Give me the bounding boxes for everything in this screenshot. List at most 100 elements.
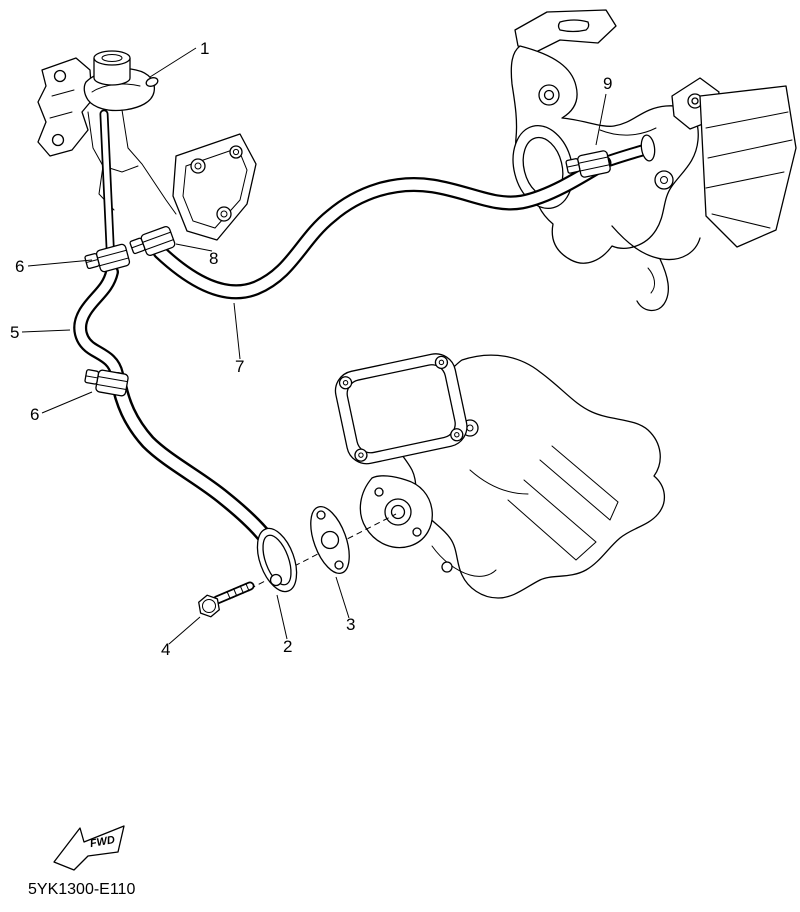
valve-cap-top: [93, 50, 131, 66]
bracket-outline: [172, 133, 257, 241]
bracket-hole: [216, 206, 232, 222]
bolt-shaft-inner: [214, 583, 253, 603]
side-hole-outer: [654, 170, 674, 190]
clamp-screw-slot: [566, 164, 580, 168]
leader-6-lower: [41, 391, 93, 414]
cover-bolt-dot: [438, 359, 445, 366]
gasket-center-hole: [320, 530, 340, 550]
hose-2: [110, 372, 274, 546]
bracket-hole-dot: [194, 162, 202, 170]
callout-7: 7: [235, 357, 244, 376]
cover-plate: [334, 353, 468, 465]
body-detail-line: [599, 127, 657, 136]
hose-inner: [75, 267, 122, 379]
clamp-6-lower: [84, 369, 129, 397]
body-hole-inner: [543, 89, 555, 101]
cover-bolt: [354, 448, 368, 462]
fwd-label: FWD: [89, 834, 116, 850]
port-bolt-hole: [412, 527, 422, 537]
spigot-flange: [640, 134, 656, 162]
bracket-hole-dot: [220, 210, 228, 218]
diagram-code: 5YK1300-E110: [28, 881, 135, 898]
callout-6-upper: 6: [15, 257, 24, 276]
fin-plate-outline: [699, 85, 797, 248]
bracket-hole: [229, 145, 243, 159]
clamp-6-upper: [84, 243, 131, 273]
leader-3: [335, 576, 350, 619]
gasket-end-hole: [316, 510, 326, 520]
pipe-inner: [101, 111, 114, 269]
callouts: 1 2 3 4 5 6 6 7 8 9: [10, 39, 612, 659]
gasket-end-hole: [334, 560, 344, 570]
callout-4: 4: [161, 640, 170, 659]
callout-2: 2: [283, 637, 292, 656]
alignment-dash-line: [231, 513, 397, 599]
clamp-band: [95, 369, 129, 397]
bracket-hole-dot: [232, 148, 240, 156]
crankcase-assembly: [334, 353, 665, 599]
flange-bolt-hole: [269, 573, 283, 587]
callout-5: 5: [10, 323, 19, 342]
fin-lines: [705, 111, 793, 229]
side-hole-inner: [660, 176, 668, 184]
clamp-band-lines: [577, 156, 611, 172]
clamp-band: [95, 243, 131, 273]
leader-lines: [21, 47, 607, 645]
cover-inner: [346, 364, 456, 454]
leader-1: [149, 47, 197, 78]
mount-ear-hole-inner: [691, 97, 699, 105]
plate-detail: [49, 89, 75, 119]
plate-hole: [51, 133, 65, 147]
hose-5: [73, 265, 124, 381]
case-arc: [469, 469, 529, 495]
flange-inner: [262, 534, 292, 586]
bolt: [198, 581, 255, 618]
leader-5: [21, 329, 71, 333]
clamp-screw-slot: [85, 258, 99, 264]
clamp-band-lines: [96, 249, 130, 267]
clamp-9: [565, 150, 611, 178]
valve-mount-plate: [37, 57, 93, 157]
cylinder-fins: [507, 445, 619, 561]
lower-hook: [636, 258, 670, 312]
callout-9: 9: [603, 74, 612, 93]
leader-8: [175, 243, 213, 252]
clamp-band-lines: [142, 231, 174, 251]
hose-inner: [154, 157, 610, 297]
leader-4: [168, 616, 201, 645]
port-inner: [390, 504, 406, 520]
clamp-8: [129, 226, 176, 256]
cover-bolt-dot: [454, 432, 460, 438]
cover-bolt: [434, 355, 449, 370]
case-bottom-boss: [441, 561, 453, 573]
mounting-bracket: [172, 133, 257, 241]
clamp-screw-slot: [131, 243, 144, 249]
bolt-head-circle: [202, 599, 216, 613]
gasket: [310, 506, 350, 574]
cover-bolt-dot: [342, 380, 349, 386]
leader-7: [233, 302, 241, 360]
bolt-head-hex: [198, 594, 220, 618]
top-bracket-slot: [557, 19, 590, 33]
port-bolt-hole: [374, 487, 384, 497]
clamp-screw-slot: [85, 375, 99, 379]
leader-6-upper: [27, 259, 93, 267]
hose-7: [152, 155, 612, 300]
valve-down-pipe: [99, 109, 116, 271]
callout-6-lower: 6: [30, 405, 39, 424]
valve-nub: [145, 77, 159, 87]
cover-bolt: [450, 428, 464, 442]
callout-8: 8: [209, 249, 218, 268]
bracket-hole: [190, 158, 206, 174]
hose-flange: [256, 527, 298, 593]
callout-1: 1: [200, 39, 209, 58]
cover-bolt: [338, 376, 353, 390]
fwd-arrow: FWD: [53, 825, 125, 871]
clamp-band-lines: [96, 375, 128, 391]
lower-curve: [611, 225, 701, 261]
valve-cap-side: [93, 58, 131, 86]
hose-inner: [112, 374, 272, 544]
fwd-arrow-outline: [53, 825, 125, 871]
